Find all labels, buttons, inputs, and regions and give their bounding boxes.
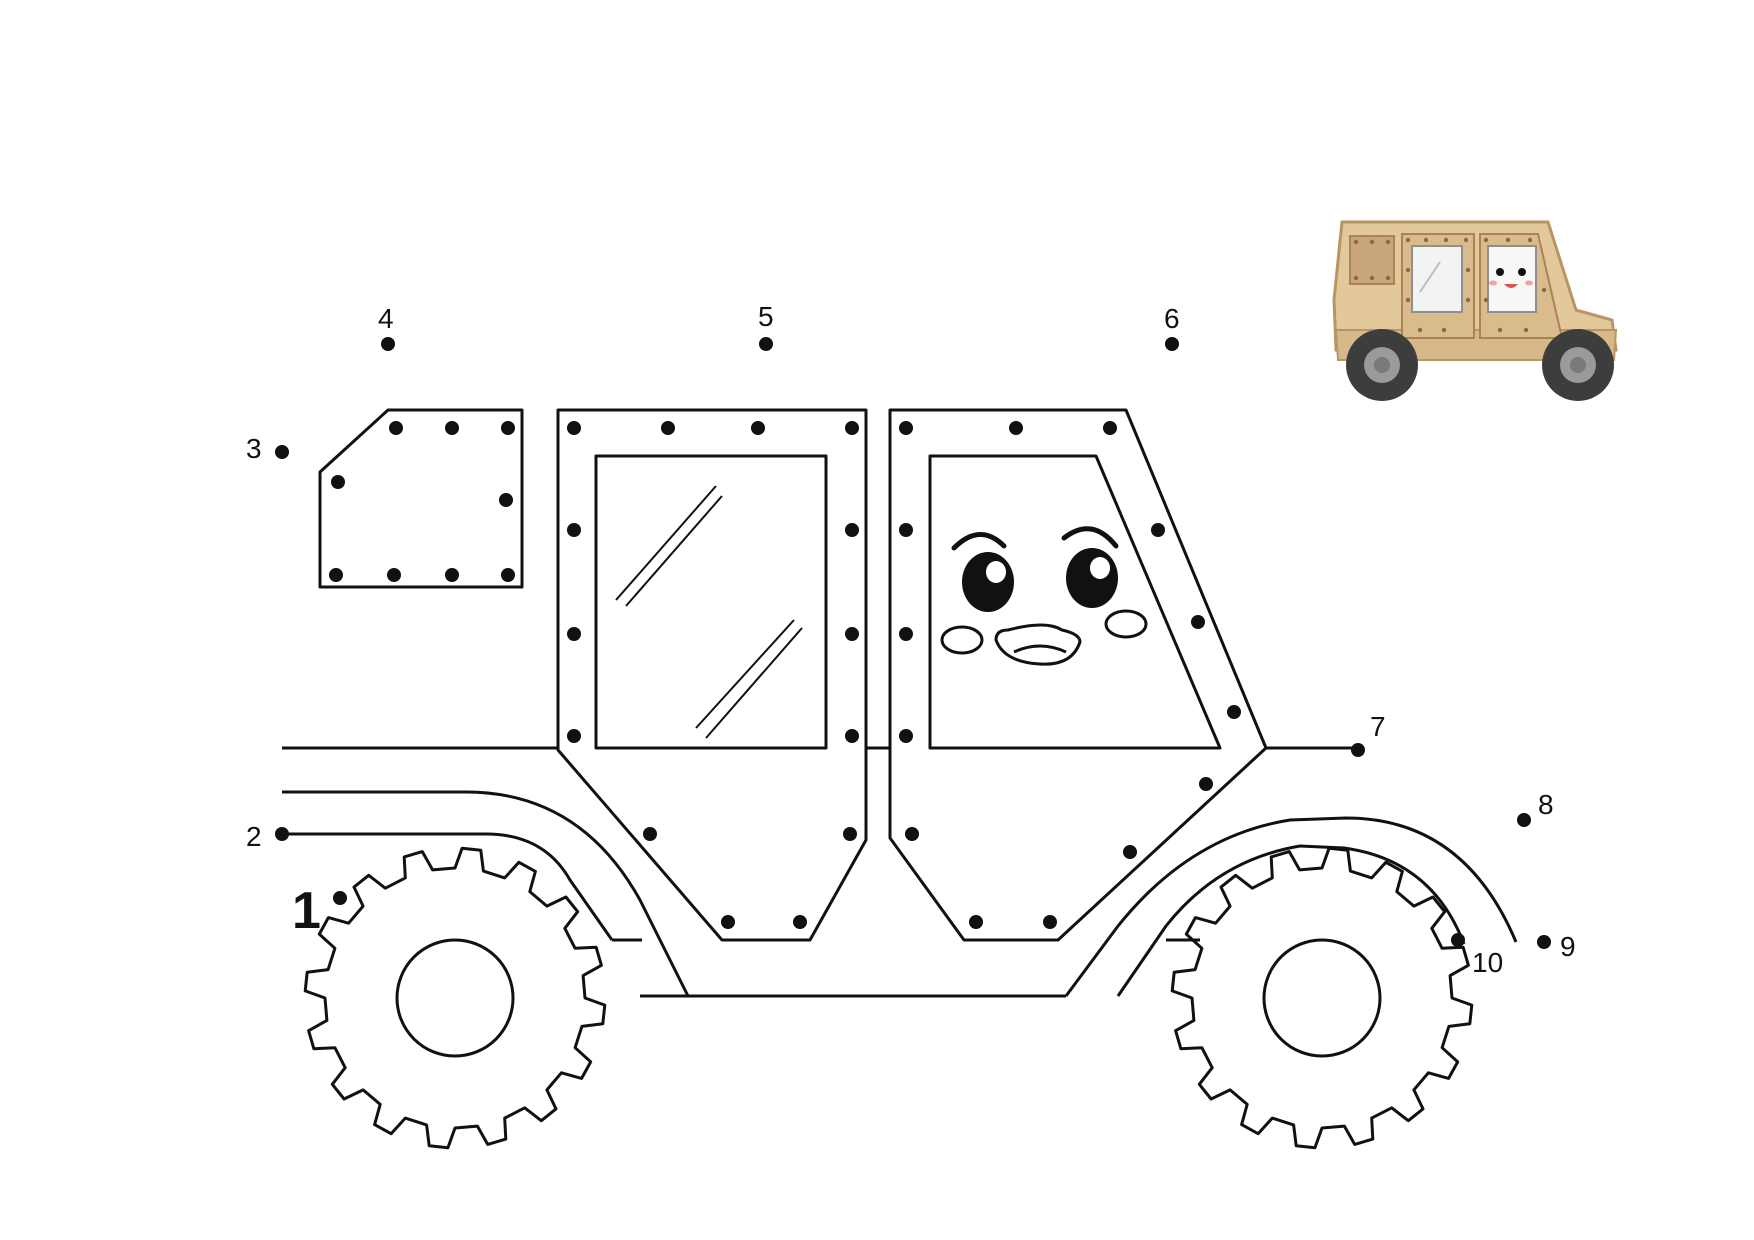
point-dot (1165, 337, 1179, 351)
point-label: 9 (1560, 931, 1576, 962)
rivet-dot (793, 915, 807, 929)
rivet-dot (499, 493, 513, 507)
rivet-dot (845, 421, 859, 435)
rivet-dot (969, 915, 983, 929)
point-label: 2 (246, 821, 262, 852)
rivet-dot (1043, 915, 1057, 929)
front-wheel-outline (303, 846, 607, 1150)
numbered-point-10: 10 (1451, 933, 1503, 978)
rivet-dot (1103, 421, 1117, 435)
point-label: 10 (1472, 947, 1503, 978)
point-dot (275, 445, 289, 459)
point-dot (1537, 935, 1551, 949)
rivet-dot (567, 421, 581, 435)
rivet-dot (567, 627, 581, 641)
rivet-dot (1151, 523, 1165, 537)
point-label: 7 (1370, 711, 1386, 742)
rivet-dot (501, 421, 515, 435)
jeep-face (940, 526, 1148, 666)
point-label: 4 (378, 303, 394, 334)
numbered-point-2: 2 (246, 821, 289, 852)
point-dot (759, 337, 773, 351)
point-label: 8 (1538, 789, 1554, 820)
rivet-dot (1199, 777, 1213, 791)
rivet-dot (387, 568, 401, 582)
point-dot (1351, 743, 1365, 757)
rivet-dot (899, 523, 913, 537)
numbered-point-5: 5 (758, 301, 774, 351)
colored-jeep-icon (1332, 220, 1618, 401)
point-label: 5 (758, 301, 774, 332)
rivet-dot (331, 475, 345, 489)
rivet-dot (751, 421, 765, 435)
rivet-dot (1009, 421, 1023, 435)
rivet-dot (329, 568, 343, 582)
point-dot (333, 891, 347, 905)
numbered-point-6: 6 (1164, 303, 1180, 351)
rivet-dot (643, 827, 657, 841)
rivet-dot (445, 421, 459, 435)
rivet-dot (899, 729, 913, 743)
numbered-point-1: 1 (292, 882, 347, 940)
rivet-dot (661, 421, 675, 435)
rivet-dot (1123, 845, 1137, 859)
point-dot (1451, 933, 1465, 947)
rivet-dots (329, 421, 1241, 929)
rivet-dot (501, 568, 515, 582)
rivet-dot (899, 627, 913, 641)
point-label: 6 (1164, 303, 1180, 334)
rivet-dot (445, 568, 459, 582)
point-label: 3 (246, 433, 262, 464)
rivet-dot (843, 827, 857, 841)
numbered-point-4: 4 (378, 303, 395, 351)
numbered-point-9: 9 (1537, 931, 1576, 962)
numbered-point-8: 8 (1517, 789, 1554, 827)
rivet-dot (899, 421, 913, 435)
rivet-dot (845, 523, 859, 537)
point-dot (1517, 813, 1531, 827)
rivet-dot (845, 729, 859, 743)
rivet-dot (1227, 705, 1241, 719)
rivet-dot (721, 915, 735, 929)
numbered-points: 12 3 4 5 6 7 8 9 10 (246, 301, 1576, 978)
rivet-dot (1191, 615, 1205, 629)
rivet-dot (905, 827, 919, 841)
numbered-point-3: 3 (246, 433, 289, 464)
rivet-dot (845, 627, 859, 641)
point-dot (381, 337, 395, 351)
rear-wheel-outline (1170, 846, 1474, 1150)
point-dot (275, 827, 289, 841)
jeep-outline-drawing (282, 408, 1518, 1150)
rivet-dot (389, 421, 403, 435)
point-label: 1 (292, 882, 321, 940)
rivet-dot (567, 729, 581, 743)
rivet-dot (567, 523, 581, 537)
numbered-point-7: 7 (1351, 711, 1386, 757)
